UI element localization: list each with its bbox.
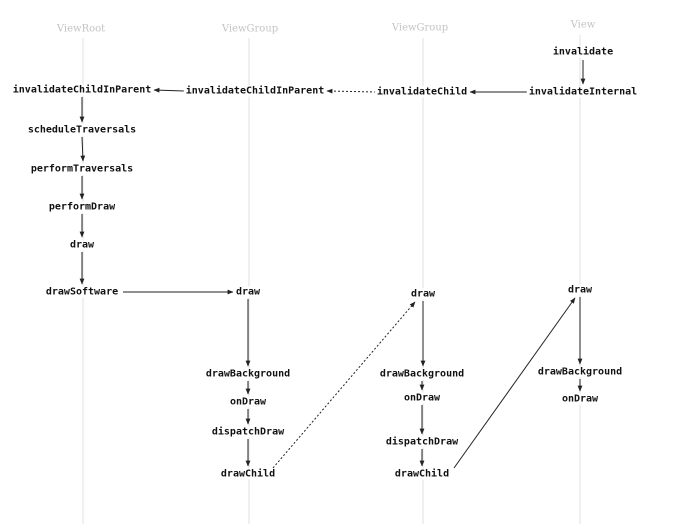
viewroot-schedule-traversals: scheduleTraversals xyxy=(25,124,139,136)
lifeline-header-viewgroup-2: ViewGroup xyxy=(391,22,449,34)
view-invalidate: invalidate xyxy=(550,46,616,58)
viewgroup-2-invalidate-child: invalidateChild xyxy=(374,86,470,98)
lifeline-header-viewroot: ViewRoot xyxy=(56,23,106,35)
viewroot-draw: draw xyxy=(67,239,97,251)
viewgroup-2-draw: draw xyxy=(408,288,438,300)
viewgroup-2-on-draw: onDraw xyxy=(401,392,443,404)
arrow-schedule-to-perform-traversals xyxy=(80,136,86,162)
arrow-invalidate-child-to-invalidate-child-in-parent xyxy=(326,88,377,94)
view-on-draw: onDraw xyxy=(559,393,601,405)
viewgroup-1-draw-child: drawChild xyxy=(218,468,278,480)
viewgroup-1-dispatch-draw: dispatchDraw xyxy=(209,426,287,438)
viewroot-perform-traversals: performTraversals xyxy=(28,163,136,175)
viewgroup-2-draw-child: drawChild xyxy=(392,468,452,480)
viewroot-perform-draw: performDraw xyxy=(46,201,118,213)
view-draw: draw xyxy=(565,284,595,296)
arrow-vg1-draw-child-to-vg2-draw xyxy=(272,301,416,469)
lifeline-header-view: View xyxy=(570,19,596,31)
view-draw-background: drawBackground xyxy=(535,366,625,378)
viewroot-draw-software: drawSoftware xyxy=(43,286,121,298)
viewgroup-1-draw-background: drawBackground xyxy=(203,368,293,380)
arrow-vg1-invalidate-child-in-parent-to-viewroot xyxy=(153,87,185,93)
lifeline-header-viewgroup-1: ViewGroup xyxy=(221,23,279,35)
viewroot-invalidate-child-in-parent: invalidateChildInParent xyxy=(10,84,154,96)
viewgroup-1-draw: draw xyxy=(233,286,263,298)
viewgroup-1-on-draw: onDraw xyxy=(227,396,269,408)
view-invalidate-internal: invalidateInternal xyxy=(526,86,640,98)
viewgroup-2-dispatch-draw: dispatchDraw xyxy=(383,436,461,448)
viewgroup-2-draw-background: drawBackground xyxy=(377,368,467,380)
viewgroup-1-invalidate-child-in-parent: invalidateChildInParent xyxy=(183,85,327,97)
arrow-vg2-draw-child-to-view-draw xyxy=(453,297,576,469)
